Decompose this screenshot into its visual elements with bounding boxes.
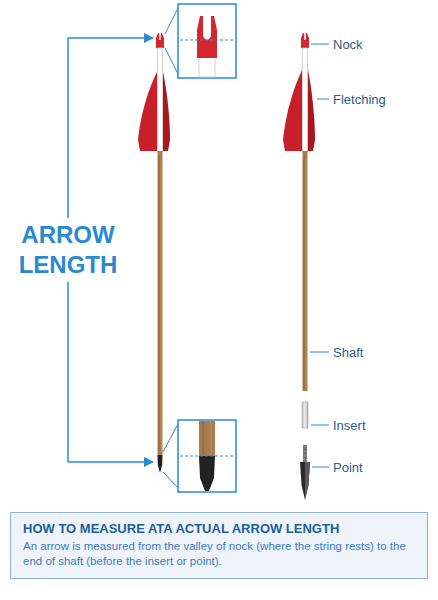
- info-panel: HOW TO MEASURE ATA ACTUAL ARROW LENGTH An…: [10, 512, 428, 579]
- part-name: Insert: [333, 418, 366, 433]
- part-name: Nock: [333, 37, 363, 52]
- nock-zoom: [165, 4, 236, 78]
- panel-body: An arrow is measured from the valley of …: [23, 539, 415, 569]
- dimension-label: ARROW LENGTH: [13, 218, 123, 282]
- part-name: Fletching: [333, 92, 386, 107]
- shaft-end-zoom: [163, 420, 236, 492]
- exploded-arrow: [283, 33, 315, 500]
- part-name: Shaft: [333, 345, 363, 360]
- full-arrow: [138, 33, 170, 473]
- part-name: Point: [333, 460, 363, 475]
- part-leaders: [310, 44, 329, 467]
- panel-heading: HOW TO MEASURE ATA ACTUAL ARROW LENGTH: [23, 521, 415, 536]
